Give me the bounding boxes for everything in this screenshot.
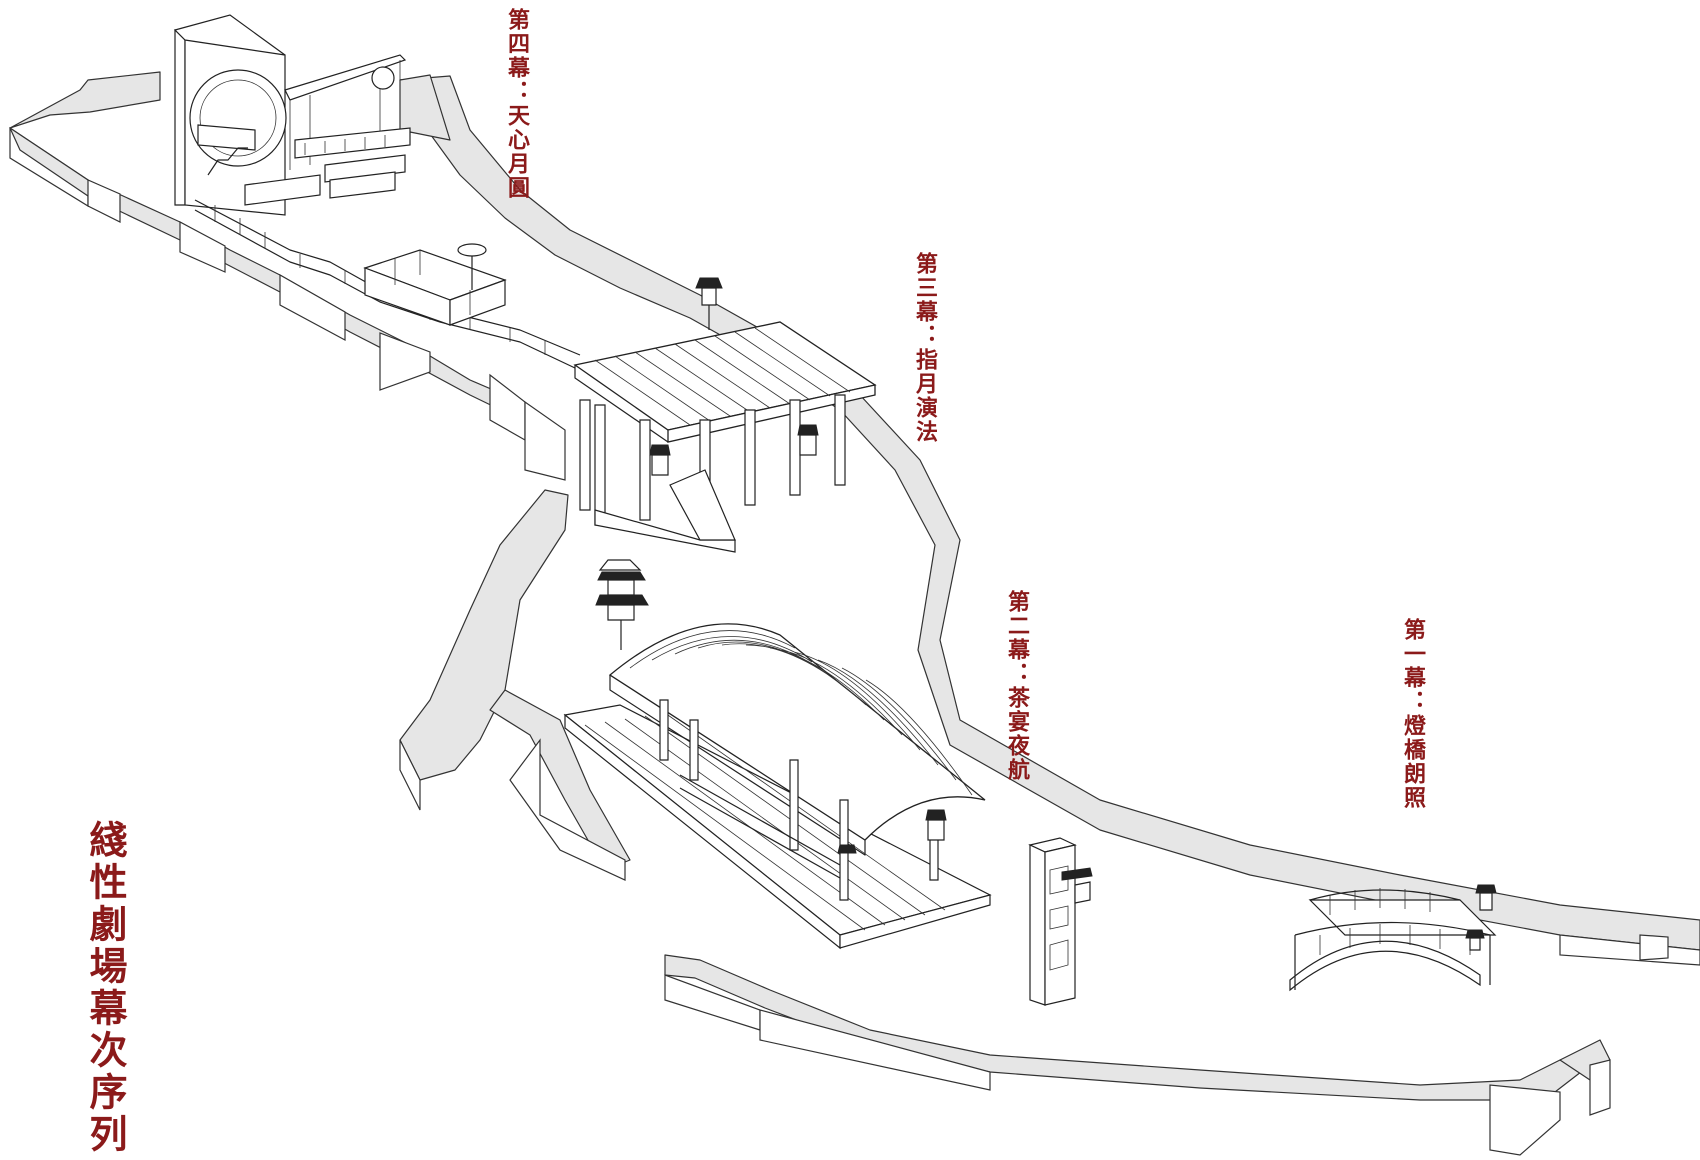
act3-label: 第三幕：指月演法: [912, 252, 938, 444]
diagram-title: 綫性劇場幕次序列: [83, 820, 128, 1156]
boundary-walls: [9, 71, 1700, 1156]
act1-label: 第一幕：燈橋朗照: [1400, 618, 1426, 810]
act4-small-viewing-platform: [363, 243, 507, 326]
act4-moon-gate-pavilion: [173, 14, 581, 369]
act4-label: 第四幕：天心月圓: [504, 8, 530, 200]
act2-tea-boat-pavilion: [563, 559, 992, 950]
act3-roofed-corridor: [573, 277, 877, 553]
act1-arch-bridge: [1289, 884, 1497, 992]
act2-stone-lantern: [1028, 837, 1093, 1006]
act2-label: 第二幕：茶宴夜航: [1004, 590, 1030, 782]
